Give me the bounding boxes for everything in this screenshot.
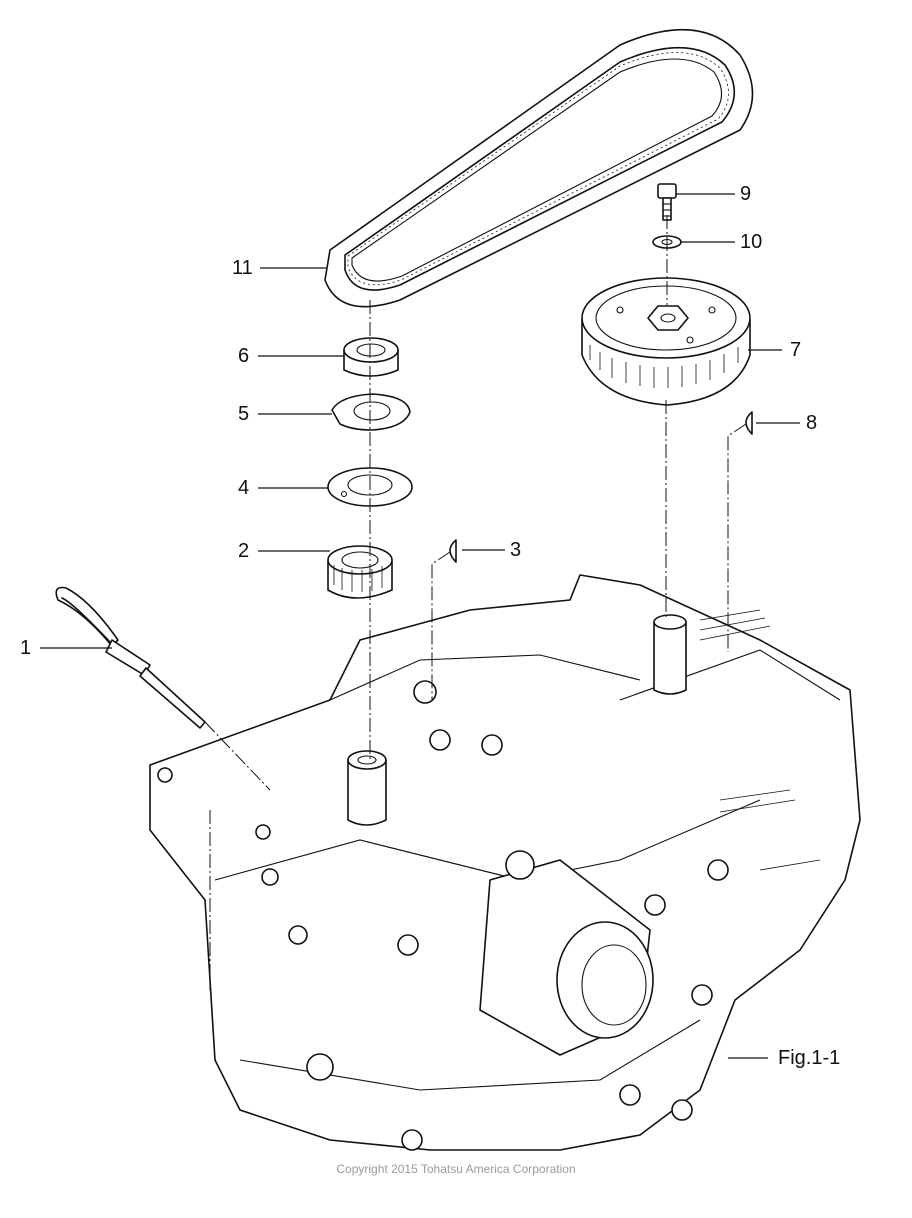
- engine-block: [149, 574, 861, 1151]
- callout-5: 5: [238, 403, 250, 425]
- figure-reference: Fig.1-1: [778, 1047, 841, 1069]
- callout-1: 1: [20, 637, 32, 659]
- callout-6: 6: [238, 345, 250, 367]
- crank-nut: [343, 337, 399, 377]
- callout-2: 2: [238, 540, 250, 562]
- cam-pulley: [581, 277, 751, 406]
- guide-plate-upper: [331, 393, 411, 431]
- callout-7: 7: [790, 339, 802, 361]
- callout-9: 9: [740, 183, 752, 205]
- copyright-notice: Copyright 2015 Tohatsu America Corporati…: [336, 1162, 576, 1176]
- timing-belt: [324, 28, 754, 308]
- woodruff-key-lower: [449, 539, 457, 563]
- callout-4: 4: [238, 477, 250, 499]
- leader-lines: [40, 193, 800, 1059]
- oil-dipstick: [55, 586, 206, 729]
- callout-11: 11: [232, 257, 253, 279]
- woodruff-key-upper: [745, 411, 753, 435]
- callout-8: 8: [806, 412, 818, 434]
- bolt: [657, 183, 677, 221]
- callout-10: 10: [740, 231, 763, 253]
- callout-3: 3: [510, 539, 522, 561]
- center-lines: [204, 215, 747, 990]
- crank-pulley: [327, 545, 393, 599]
